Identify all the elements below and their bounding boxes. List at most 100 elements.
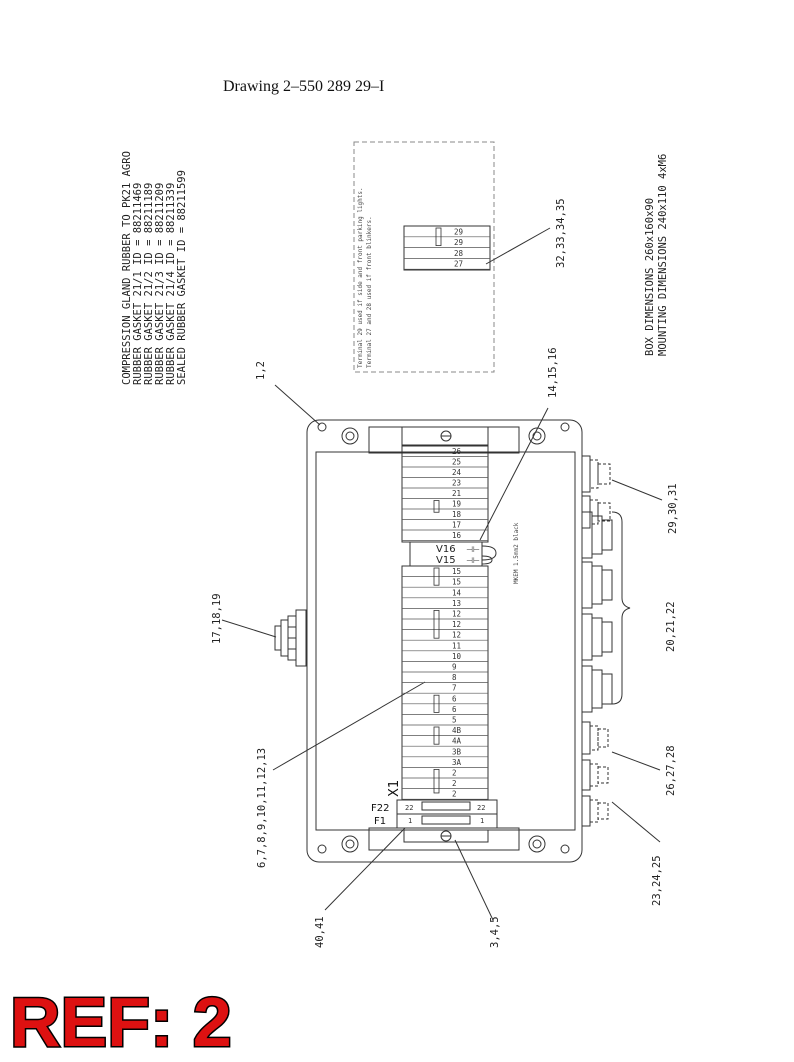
terminal-label: 9 (452, 663, 457, 672)
leader-40-41 (324, 827, 406, 911)
fuse-f22-right: 22 (477, 804, 485, 812)
terminal-label: 14 (452, 588, 462, 597)
terminal-label: 8 (452, 673, 457, 682)
terminal-label: 29 (454, 227, 463, 236)
terminal-label: 3B (452, 747, 462, 756)
terminal-label: 19 (452, 500, 461, 509)
gasket-line: RUBBER GASKET 21/2 ID = 88211189 (143, 183, 155, 385)
terminal-label: 29 (454, 238, 463, 247)
callout-20-22: 20,21,22 (665, 601, 677, 652)
fuse-label-f1: F1 (374, 816, 386, 827)
callout-6-13: 6,7,8,9,10,11,12,13 (256, 748, 268, 868)
terminal-label: 21 (452, 489, 461, 498)
leader-23-25 (611, 801, 661, 843)
terminal-label: 2 (452, 769, 457, 778)
terminal-block-lower (401, 565, 489, 801)
gasket-line: RUBBER GASKET 21/4 ID = 88211339 (165, 183, 177, 385)
terminal-label: 11 (452, 641, 461, 650)
gasket-line: RUBBER GASKET 21/1 ID = 88211469 (132, 183, 144, 385)
terminal-label: 28 (454, 249, 464, 258)
callout-17-19: 17,18,19 (211, 593, 223, 644)
gasket-line: COMPRESSION GLAND RUBBER TO PK21 AGRO (121, 151, 133, 385)
terminal-label: 3A (452, 758, 462, 767)
cable-glands-right (581, 455, 613, 827)
leader-26-28 (611, 751, 661, 771)
terminal-label: 23 (452, 479, 461, 488)
diode-v15: V15 (436, 555, 456, 566)
terminal-label: 26 (452, 447, 462, 456)
terminal-label: 15 (452, 578, 461, 587)
terminal-label: 4B (452, 726, 462, 735)
terminal-label: 18 (452, 510, 462, 519)
terminal-label: 13 (452, 599, 461, 608)
block-label-x1: X1 (387, 780, 402, 797)
jumper-bridge (435, 227, 442, 247)
leader-6-13 (272, 681, 426, 771)
detail-terminals: 29 29 28 27 (404, 227, 490, 270)
terminal-label: 27 (454, 260, 463, 269)
dimension-notes: BOX DIMENSIONS 260x160x90 MOUNTING DIMEN… (644, 154, 669, 356)
jumper-bridge (433, 694, 440, 713)
mount-hole-tl (317, 422, 327, 432)
terminal-label: 24 (452, 468, 462, 477)
diode-holder (409, 541, 483, 567)
detail-box (353, 141, 495, 373)
enclosure-outer (306, 419, 583, 863)
fuse-label-f22: F22 (371, 803, 389, 814)
svg-text:⊣⊢: ⊣⊢ (466, 556, 480, 565)
dimension-line: BOX DIMENSIONS 260x160x90 (644, 198, 656, 356)
jumper-bridge (433, 610, 440, 639)
svg-text:Terminal 27 and 28 used if fro: Terminal 27 and 28 used if front blinker… (366, 216, 373, 368)
fuse-f1-right: 1 (480, 817, 484, 825)
terminal-label: 25 (452, 458, 461, 467)
terminal-label: 6 (452, 694, 457, 703)
terminal-label: 17 (452, 521, 461, 530)
terminal-label: 6 (452, 705, 457, 714)
fuse-f22-left: 22 (405, 804, 413, 812)
terminal-block-upper (401, 445, 489, 543)
leader-14-16 (479, 407, 549, 541)
terminal-label: 12 (452, 610, 461, 619)
terminal-label: 10 (452, 652, 462, 661)
svg-text:⊣⊢: ⊣⊢ (466, 545, 480, 554)
terminal-label: 12 (452, 631, 461, 640)
dimension-line: MOUNTING DIMENSIONS 240x110 4xM6 (657, 154, 669, 356)
jumper-bridge (433, 726, 440, 745)
drawing-title: Drawing 2–550 289 29–I (223, 78, 385, 95)
terminal-label: 4A (452, 737, 462, 746)
gasket-line: SEALED RUBBER GASKET ID = 88211599 (176, 170, 188, 385)
callout-32-35: 32,33,34,35 (555, 198, 567, 268)
detail-note: Terminal 29 used if side and front parki… (357, 187, 373, 368)
leader-17-19 (221, 619, 277, 638)
callout-29-31: 29,30,31 (667, 483, 679, 534)
callout-26-28: 26,27,28 (665, 745, 677, 796)
cable-note: MKEM 1.5mm2 black (513, 522, 520, 584)
terminal-label: 7 (452, 684, 457, 693)
leader-1-2 (274, 384, 321, 426)
cable-gland-left (295, 609, 307, 667)
terminal-label: 2 (452, 779, 457, 788)
terminal-label: 16 (452, 531, 462, 540)
callout-1-2: 1,2 (255, 361, 267, 380)
bracket-20-22 (611, 511, 631, 705)
terminal-label: 5 (452, 716, 457, 725)
terminal-label: 15 (452, 567, 461, 576)
terminal-label: 2 (452, 790, 457, 799)
detail-terminal-block (403, 225, 491, 271)
ref-label: REF: 2 (9, 982, 234, 1062)
terminal-label: 12 (452, 620, 461, 629)
gasket-notes: COMPRESSION GLAND RUBBER TO PK21 AGRO RU… (121, 151, 188, 385)
fuse-f1-left: 1 (408, 817, 412, 825)
leader-29-31 (611, 479, 663, 501)
lid-screw-tl (341, 427, 359, 445)
callout-14-16: 14,15,16 (547, 347, 559, 398)
diode-v16: V16 (436, 544, 456, 555)
callout-40-41: 40,41 (314, 916, 326, 948)
callout-3-4-5: 3,4,5 (489, 916, 501, 948)
svg-text:Terminal 29 used if side and f: Terminal 29 used if side and front parki… (357, 187, 364, 368)
jumper-bridge (433, 567, 440, 586)
jumper-bridge (433, 500, 440, 513)
